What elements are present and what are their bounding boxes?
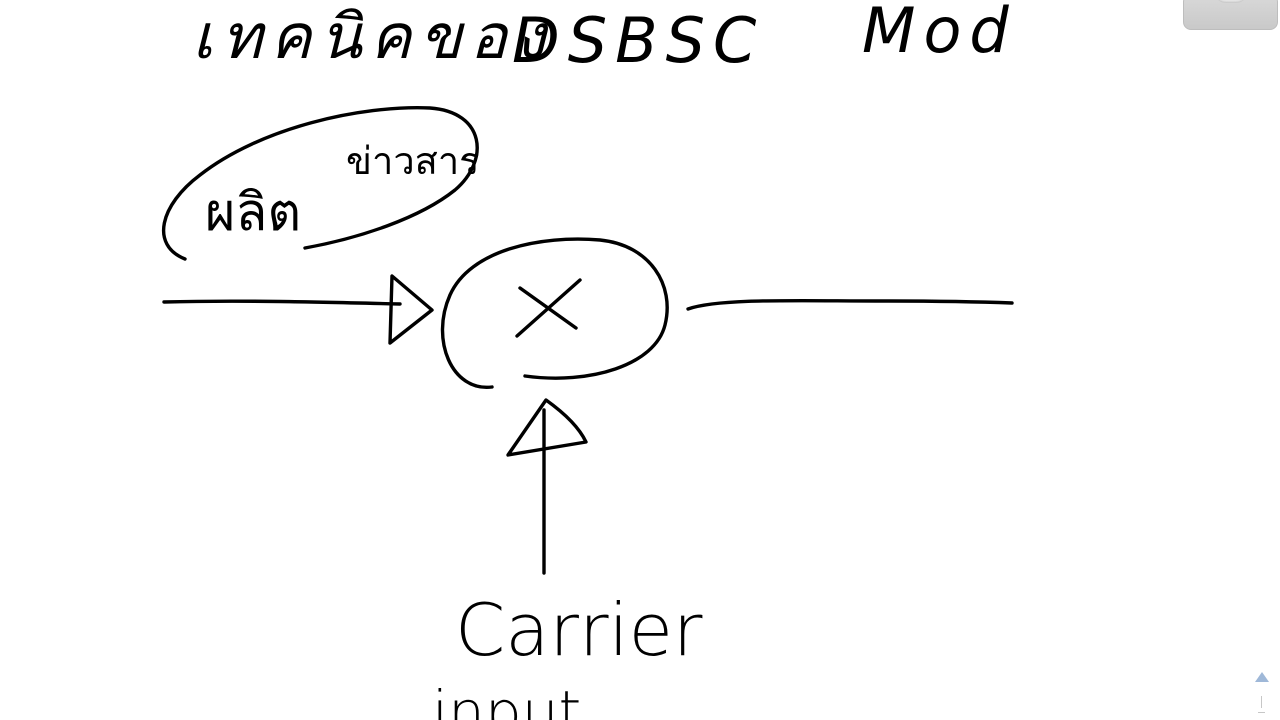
carrier-arrow [506,398,588,575]
input-arrowhead [388,274,434,345]
carrier-label-line2: input [432,678,581,720]
corner-button-knob [1214,0,1248,3]
scroll-track-end [1258,712,1265,713]
input-label-oval [161,106,479,261]
input-line [162,299,402,306]
window-corner-button[interactable] [1183,0,1278,30]
scroll-indicator[interactable] [1254,672,1270,720]
multiplier-block: × [440,237,669,389]
input-label-sup: ข่าวสาร [346,139,480,183]
multiplier-circle [440,237,669,389]
input-label-main: ผลิต [205,183,301,243]
carrier-arrowhead [506,398,588,457]
title-dsbsc: DSBSC [512,4,764,77]
scroll-track [1261,696,1262,708]
title-mod: Mod [862,0,1017,67]
multiply-stroke-2 [515,278,582,338]
input-arrow [162,274,434,345]
title-thai: เทคนิคของ [192,0,553,73]
title-group: เทคนิคของ DSBSC Mod [192,0,1017,77]
carrier-label-line1: Carrier [455,588,703,672]
output-line [686,298,1014,311]
scroll-up-icon[interactable] [1255,672,1269,682]
